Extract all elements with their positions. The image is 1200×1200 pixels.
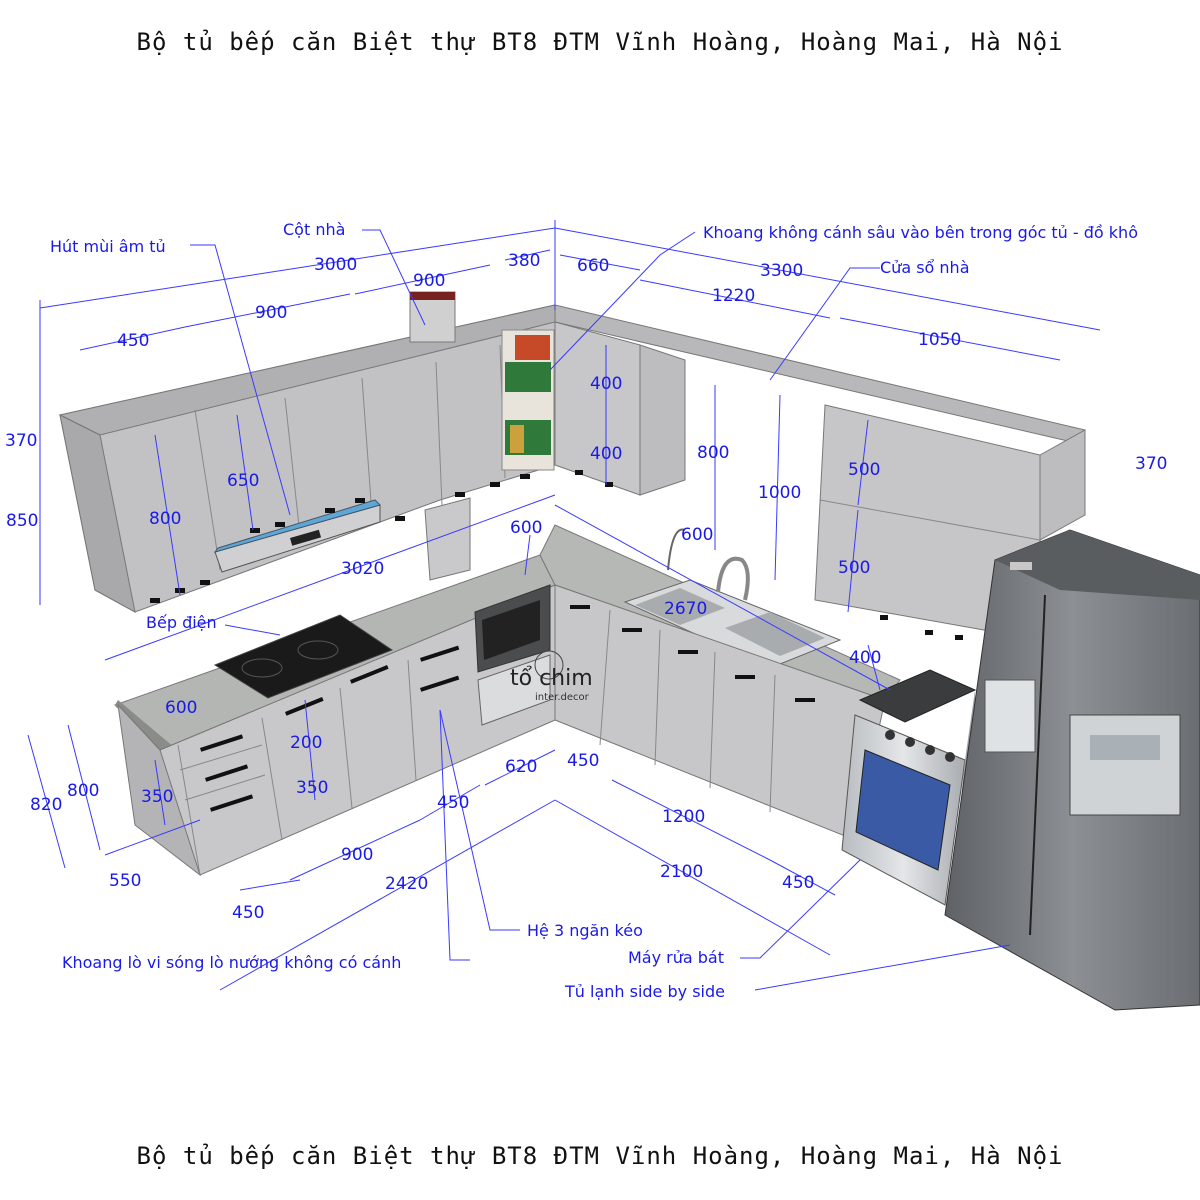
page-title-top: Bộ tủ bếp căn Biệt thự BT8 ĐTM Vĩnh Hoàn… — [136, 28, 1064, 56]
upper-cabinets-left — [58, 304, 556, 613]
dim-2420: 2420 — [385, 874, 428, 894]
label-corner-storage: Khoang không cánh sâu vào bên trong góc … — [703, 223, 1138, 242]
dim-450-corner: 450 — [567, 751, 599, 771]
dim-200: 200 — [290, 733, 322, 753]
dimension-labels: 3000 3300 900 900 380 660 1220 1050 450 … — [5, 251, 1167, 923]
dim-350-door: 350 — [296, 778, 328, 798]
page-title-bottom: Bộ tủ bếp căn Biệt thự BT8 ĐTM Vĩnh Hoàn… — [136, 1142, 1064, 1170]
column-lower — [424, 497, 471, 581]
refrigerator — [944, 529, 1200, 1011]
dim-1000: 1000 — [758, 483, 801, 503]
dim-380: 380 — [508, 251, 540, 271]
dim-400-depth: 400 — [849, 648, 881, 668]
dim-660: 660 — [577, 256, 609, 276]
dim-900-base: 900 — [341, 845, 373, 865]
label-fridge: Tủ lạnh side by side — [564, 982, 725, 1001]
dim-2100: 2100 — [660, 862, 703, 882]
dim-370-right: 370 — [1135, 454, 1167, 474]
dim-450-oven: 450 — [437, 793, 469, 813]
dim-1220: 1220 — [712, 286, 755, 306]
label-hood: Hút mùi âm tủ — [50, 237, 166, 256]
label-drawers: Hệ 3 ngăn kéo — [527, 921, 643, 940]
dim-800-window: 800 — [697, 443, 729, 463]
dim-370-left: 370 — [5, 431, 37, 451]
dim-620: 620 — [505, 757, 537, 777]
label-column: Cột nhà — [283, 220, 345, 239]
ceiling-column — [409, 291, 456, 343]
label-dishwasher: Máy rửa bát — [628, 948, 724, 967]
dim-3020: 3020 — [341, 559, 384, 579]
countertop — [114, 524, 901, 751]
dim-500-lower: 500 — [838, 558, 870, 578]
dim-350-drawer: 350 — [141, 787, 173, 807]
dim-450-bottom: 450 — [232, 903, 264, 923]
dim-1200: 1200 — [662, 807, 705, 827]
dim-650: 650 — [227, 471, 259, 491]
dim-450-upper: 450 — [117, 331, 149, 351]
dim-1050: 1050 — [918, 330, 961, 350]
dim-500-upper: 500 — [848, 460, 880, 480]
upper-cabinets-right — [554, 304, 1086, 641]
label-oven-niche: Khoang lò vi sóng lò nướng không có cánh — [62, 953, 401, 972]
dim-600-base: 600 — [165, 698, 197, 718]
brand-logo: tổ chim inter.decor — [510, 650, 593, 703]
annotation-labels: Hút mùi âm tủ Cột nhà Khoang không cánh … — [50, 220, 1138, 1001]
dim-400-top: 400 — [590, 374, 622, 394]
logo-sub: inter.decor — [535, 692, 590, 703]
dim-800-upper: 800 — [149, 509, 181, 529]
label-window: Cửa sổ nhà — [880, 258, 970, 277]
logo-main: tổ chim — [510, 666, 593, 691]
dim-900-upper: 900 — [255, 303, 287, 323]
dim-800-base: 800 — [67, 781, 99, 801]
dim-850: 850 — [6, 511, 38, 531]
label-cooktop: Bếp điện — [146, 613, 217, 632]
dim-400-mid: 400 — [590, 444, 622, 464]
dim-3000: 3000 — [314, 255, 357, 275]
dim-600-counter: 600 — [510, 518, 542, 538]
dim-900-column: 900 — [413, 271, 445, 291]
dimension-lines — [27, 220, 1101, 991]
dim-2670: 2670 — [664, 599, 707, 619]
dim-600-sink: 600 — [681, 525, 713, 545]
base-cabinets-left — [117, 584, 556, 877]
dim-820: 820 — [30, 795, 62, 815]
dim-3300: 3300 — [760, 261, 803, 281]
dim-550: 550 — [109, 871, 141, 891]
dim-450-dishwasher: 450 — [782, 873, 814, 893]
